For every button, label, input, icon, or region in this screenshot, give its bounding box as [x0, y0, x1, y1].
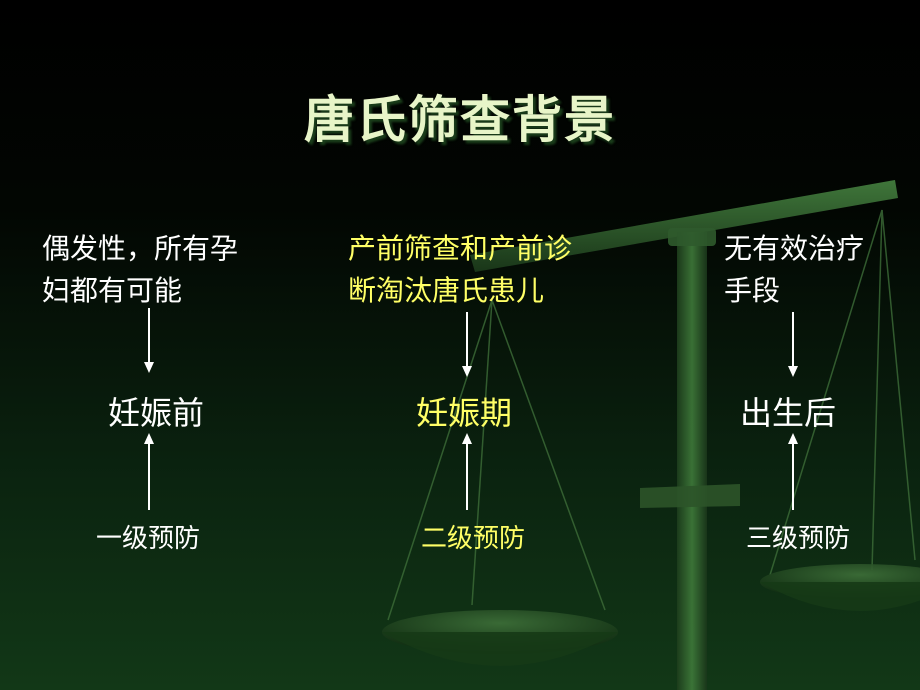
description-line: 妇都有可能 — [42, 274, 183, 307]
description-pre-pregnancy: 偶发性，所有孕 妇都有可能 — [42, 228, 238, 312]
arrow-up-icon — [144, 433, 154, 510]
description-line: 断淘汰唐氏患儿 — [348, 274, 545, 307]
prevention-level-two: 二级预防 — [420, 524, 525, 554]
arrow-down-icon — [144, 308, 154, 373]
prevention-level-three: 三级预防 — [745, 524, 850, 554]
stage-post-birth: 出生后 — [739, 394, 836, 432]
description-line: 手段 — [724, 274, 781, 307]
arrow-down-icon — [462, 312, 472, 377]
description-post-birth: 无有效治疗 手段 — [724, 228, 864, 312]
arrow-up-icon — [462, 433, 472, 510]
description-line: 无有效治疗 — [724, 232, 865, 265]
description-line: 产前筛查和产前诊 — [348, 232, 573, 265]
arrow-up-icon — [788, 433, 798, 510]
description-line: 偶发性，所有孕 — [42, 232, 239, 265]
stage-pregnancy: 妊娠期 — [415, 394, 512, 432]
slide-title: 唐氏筛查背景 — [304, 91, 616, 149]
description-pregnancy: 产前筛查和产前诊 断淘汰唐氏患儿 — [348, 228, 572, 312]
arrow-down-icon — [788, 312, 798, 377]
prevention-level-one: 一级预防 — [95, 524, 200, 554]
stage-pre-pregnancy: 妊娠前 — [107, 394, 204, 432]
